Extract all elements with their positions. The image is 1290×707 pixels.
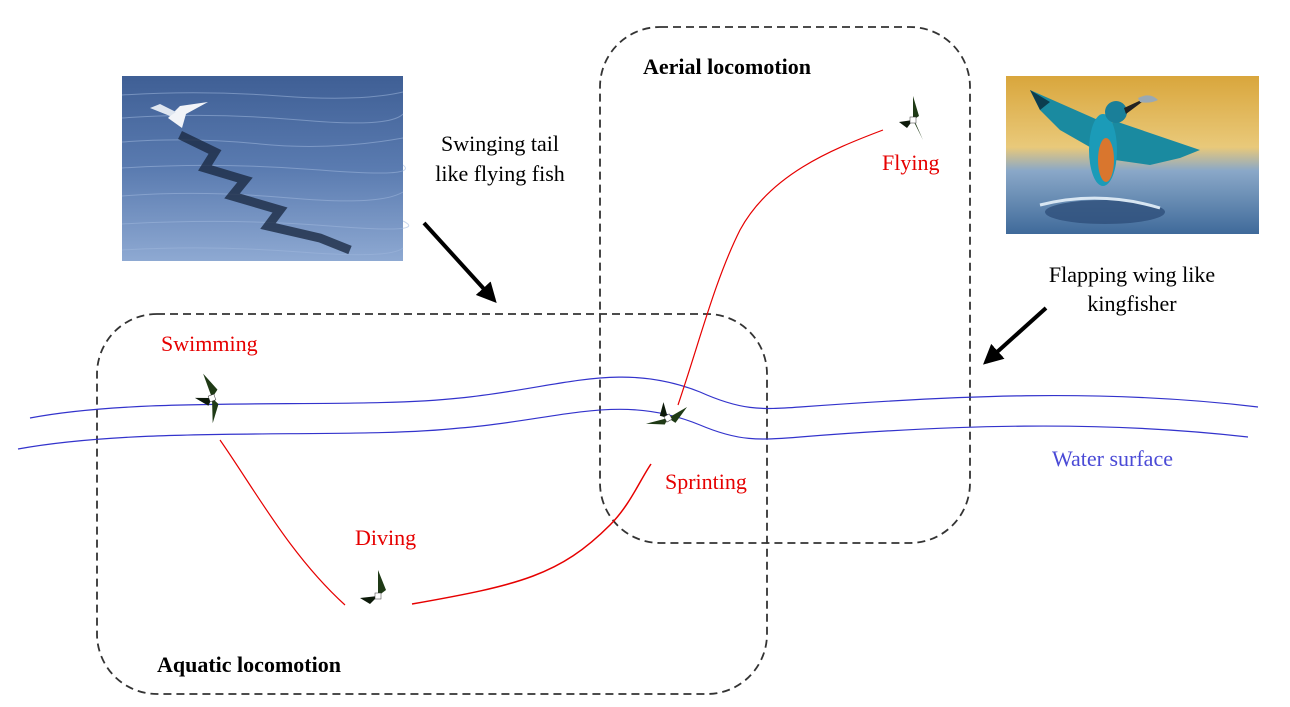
aquatic-region-title: Aquatic locomotion (157, 652, 341, 677)
robot-icon-swimming (194, 373, 219, 424)
aerial-region-border (599, 26, 971, 544)
trajectory-sprint-to-fly (677, 129, 884, 406)
trajectory-swim-to-dive (219, 439, 346, 606)
flying-fish-photo (121, 76, 410, 261)
aquatic-region-border (96, 313, 768, 695)
water-surface-lower (17, 408, 1249, 450)
water-surface-label: Water surface (1052, 446, 1173, 471)
robot-icon-flying (899, 96, 923, 140)
mode-label-sprinting: Sprinting (665, 469, 747, 494)
trajectory-dive-to-sprint (411, 463, 652, 605)
mode-label-diving: Diving (355, 525, 417, 550)
robot-icon-diving (360, 570, 386, 620)
wing-annotation-line2: kingfisher (1087, 291, 1177, 316)
water-surface-upper (29, 376, 1259, 419)
tail-annotation-line1: Swinging tail (441, 131, 559, 156)
wing-annotation-line1: Flapping wing like (1048, 262, 1216, 287)
arrow-wing (983, 306, 1048, 365)
mode-label-flying: Flying (882, 150, 940, 175)
arrow-tail (422, 221, 497, 303)
kingfisher-photo (1006, 76, 1259, 234)
robot-icon-sprinting (645, 402, 688, 425)
aerial-region-title: Aerial locomotion (643, 54, 812, 79)
tail-annotation-line2: like flying fish (435, 161, 565, 186)
mode-label-swimming: Swimming (161, 331, 258, 356)
